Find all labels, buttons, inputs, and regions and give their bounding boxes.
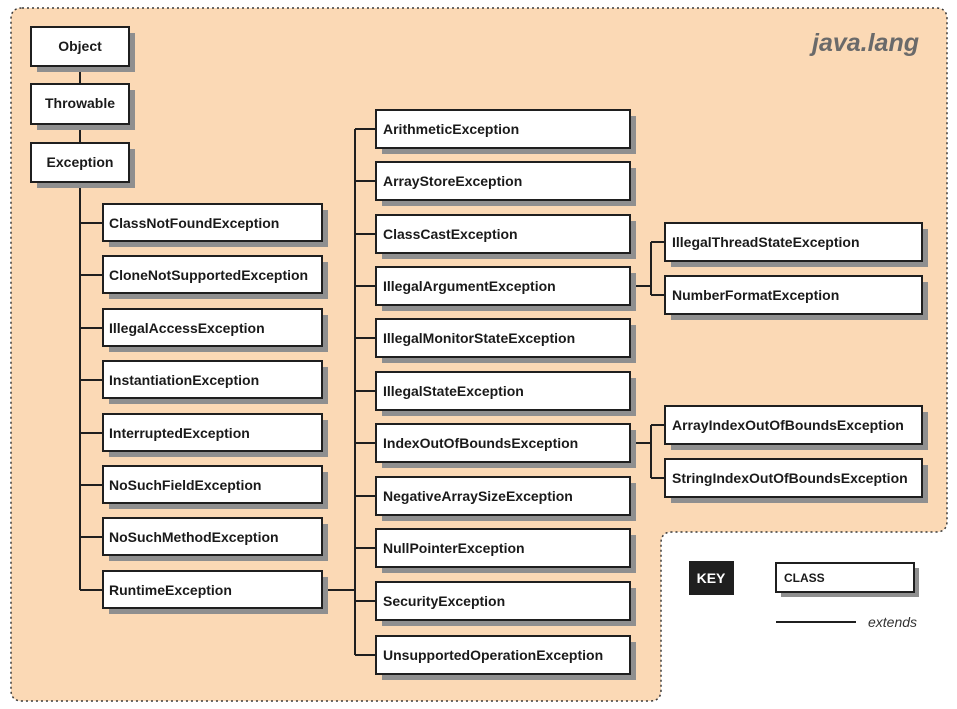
class-illegalaccessexception: IllegalAccessException <box>102 308 328 352</box>
class-exception: Exception <box>30 142 135 188</box>
class-unsupportedoperationexception: UnsupportedOperationException <box>375 635 636 680</box>
class-label: IllegalArgumentException <box>383 278 556 294</box>
class-label: NoSuchFieldException <box>109 477 261 493</box>
class-label: InstantiationException <box>109 372 259 388</box>
class-label: NullPointerException <box>383 540 525 556</box>
legend-extends-label: extends <box>868 614 917 630</box>
class-label: NoSuchMethodException <box>109 529 279 545</box>
class-label: NegativeArraySizeException <box>383 488 573 504</box>
class-label: ArrayStoreException <box>383 173 522 189</box>
class-label: IndexOutOfBoundsException <box>383 435 578 451</box>
class-label: RuntimeException <box>109 582 232 598</box>
class-label: Throwable <box>45 95 115 111</box>
class-illegalstateexception: IllegalStateException <box>375 371 636 416</box>
class-label: UnsupportedOperationException <box>383 647 603 663</box>
class-nosuchmethodexception: NoSuchMethodException <box>102 517 328 561</box>
key-title: KEY <box>697 570 726 586</box>
legend: KEY CLASS extends <box>689 561 919 630</box>
class-label: ClassNotFoundException <box>109 215 279 231</box>
class-classcastexception: ClassCastException <box>375 214 636 259</box>
class-stringindexoutofboundsexception: StringIndexOutOfBoundsException <box>664 458 928 503</box>
class-label: Exception <box>47 154 114 170</box>
class-label: StringIndexOutOfBoundsException <box>672 470 908 486</box>
class-illegalthreadstateexception: IllegalThreadStateException <box>664 222 928 267</box>
class-throwable: Throwable <box>30 83 135 130</box>
key-badge <box>689 561 734 595</box>
class-label: NumberFormatException <box>672 287 839 303</box>
class-label: ClassCastException <box>383 226 518 242</box>
class-illegalargumentexception: IllegalArgumentException <box>375 266 636 311</box>
class-label: IllegalMonitorStateException <box>383 330 575 346</box>
class-interruptedexception: InterruptedException <box>102 413 328 457</box>
class-nosuchfieldexception: NoSuchFieldException <box>102 465 328 509</box>
class-label: SecurityException <box>383 593 505 609</box>
legend-class-sample: CLASS <box>775 562 919 597</box>
class-label: ArithmeticException <box>383 121 519 137</box>
class-securityexception: SecurityException <box>375 581 636 626</box>
class-classnotfoundexception: ClassNotFoundException <box>102 203 328 247</box>
class-label: IllegalAccessException <box>109 320 265 336</box>
class-label: CloneNotSupportedException <box>109 267 308 283</box>
class-clonenotsupportedexception: CloneNotSupportedException <box>102 255 328 299</box>
class-numberformatexception: NumberFormatException <box>664 275 928 320</box>
class-label: Object <box>58 38 102 54</box>
package-label: java.lang <box>809 29 919 57</box>
class-arithmeticexception: ArithmeticException <box>375 109 636 154</box>
class-arrayindexoutofboundsexception: ArrayIndexOutOfBoundsException <box>664 405 928 450</box>
class-object: Object <box>30 26 135 72</box>
class-label: ArrayIndexOutOfBoundsException <box>672 417 904 433</box>
inheritance-lines <box>79 66 665 656</box>
class-runtimeexception: RuntimeException <box>102 570 328 614</box>
class-illegalmonitorstateexception: IllegalMonitorStateException <box>375 318 636 363</box>
class-instantiationexception: InstantiationException <box>102 360 328 404</box>
class-negativearraysizeexception: NegativeArraySizeException <box>375 476 636 521</box>
class-nullpointerexception: NullPointerException <box>375 528 636 573</box>
class-indexoutofboundsexception: IndexOutOfBoundsException <box>375 423 636 468</box>
legend-class-label: CLASS <box>784 571 825 585</box>
class-label: IllegalStateException <box>383 383 524 399</box>
class-label: IllegalThreadStateException <box>672 234 860 250</box>
class-label: InterruptedException <box>109 425 250 441</box>
class-arraystoreexception: ArrayStoreException <box>375 161 636 206</box>
